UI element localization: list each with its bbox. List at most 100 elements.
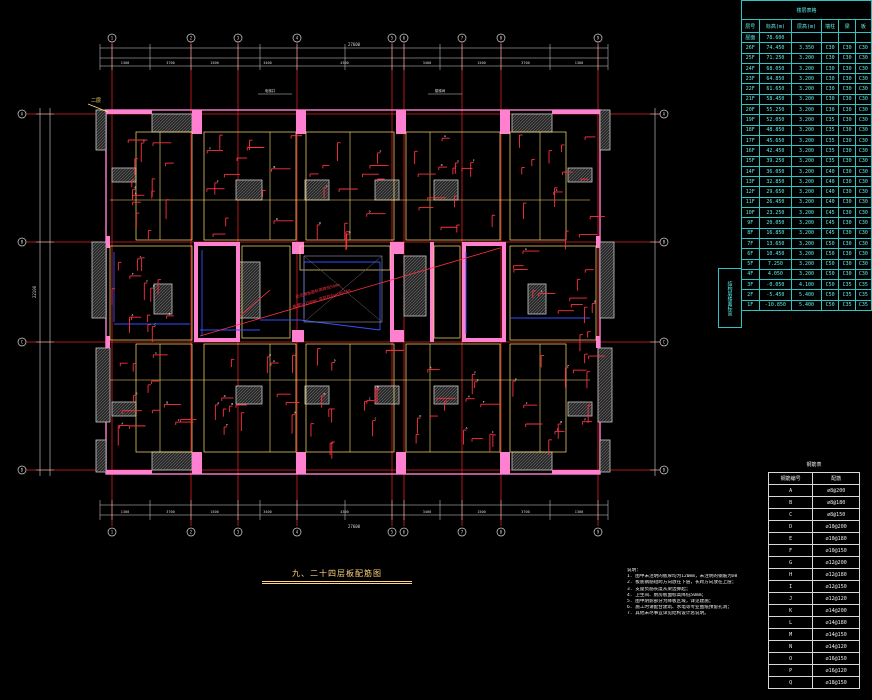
hatch-stroke <box>597 347 601 351</box>
hatch-stroke <box>104 416 111 423</box>
axis-bubble-label: 1 <box>111 529 114 534</box>
hatch-stroke <box>435 385 455 405</box>
shear-wall <box>502 242 506 342</box>
hatch-stroke <box>91 298 107 314</box>
floor-cell: 29.650 <box>758 186 793 198</box>
hatch-stroke <box>95 113 107 125</box>
hatch-stroke <box>95 439 99 443</box>
hatch-stroke <box>417 307 427 317</box>
hatch-stroke <box>511 451 518 458</box>
rebar-cell: L <box>767 616 814 629</box>
floor-cell: 14F <box>741 165 760 178</box>
hatch-stroke <box>91 274 107 290</box>
hatch-stroke <box>374 179 378 183</box>
hatch-stroke <box>162 113 182 133</box>
hatch-stroke <box>95 440 107 452</box>
floor-cell: C30 <box>854 93 872 106</box>
dim-segment: 1300 <box>575 61 583 65</box>
hatch-stroke <box>608 470 611 473</box>
hatch-stroke <box>310 181 330 201</box>
floor-cell: 3.200 <box>791 93 822 106</box>
hatch-stroke <box>91 295 107 311</box>
hatch-stroke <box>597 401 613 417</box>
hatch-stroke <box>597 392 613 408</box>
hatch-stroke <box>602 464 611 473</box>
hatch-stroke <box>599 241 615 257</box>
hatch-stroke <box>95 374 111 390</box>
hatch-stroke <box>120 401 136 417</box>
rebar-tag: D <box>369 210 371 214</box>
note-line: 3. 支座负筋长度从梁边算起； <box>627 586 691 592</box>
hatch-stroke <box>95 386 111 402</box>
rebar-tag: C <box>153 284 155 288</box>
drawing-title-text: 九、二十四层板配筋图 <box>292 569 382 578</box>
hatch-stroke <box>95 353 111 369</box>
hatch-stroke <box>235 179 254 198</box>
hatch-stroke <box>599 265 615 281</box>
floor-cell: C30 <box>838 62 856 75</box>
rebar-tag: A <box>515 377 517 381</box>
hatch-stroke <box>543 461 553 471</box>
hatch-stroke <box>235 385 242 392</box>
hatch-stroke <box>168 113 188 133</box>
rebar-cell: ⌀16@120 <box>812 664 860 677</box>
floor-cell: C30 <box>838 83 856 95</box>
dim-segment: 3400 <box>263 61 271 65</box>
hatch-stroke <box>153 113 173 133</box>
hatch-stroke <box>151 113 158 120</box>
axis-bubble <box>233 33 243 43</box>
void-cross <box>303 255 383 323</box>
hatch-stroke <box>374 179 381 186</box>
floor-cell: 24F <box>741 62 760 75</box>
axis-bubble <box>399 33 409 43</box>
floor-cell: 3.200 <box>791 217 822 229</box>
floor-cell: 3.200 <box>791 186 822 198</box>
hatch-stroke <box>180 120 193 133</box>
rebar-tag: A <box>217 401 219 405</box>
hatch-stroke <box>120 167 136 183</box>
hatch-stroke <box>95 119 107 131</box>
rebar-cell: B <box>767 496 814 509</box>
floor-cell: 58.450 <box>758 93 793 106</box>
hatch-stroke <box>606 310 615 319</box>
hatch-stroke <box>95 455 107 467</box>
hatch-stroke <box>527 294 547 314</box>
hatch-stroke <box>597 365 613 381</box>
hatch-stroke <box>511 113 530 132</box>
hatch-stroke <box>321 396 330 405</box>
hatch-stroke <box>171 113 191 133</box>
hatch-stroke <box>253 191 263 201</box>
floor-cell: -10.850 <box>758 299 793 312</box>
rebar-cell: E <box>767 532 814 545</box>
hatch-stroke <box>531 113 551 133</box>
floor-cell: 48.850 <box>758 124 793 136</box>
shear-wall <box>462 242 506 246</box>
floor-cell: -5.450 <box>758 289 793 301</box>
floor-cell: 61.650 <box>758 83 793 95</box>
hatch-stroke <box>304 179 323 198</box>
floor-cell <box>820 31 840 44</box>
hatch-stroke <box>599 244 615 260</box>
floor-col-header: 板 <box>854 19 872 33</box>
floor-cell: C40 <box>820 186 840 198</box>
shear-wall <box>236 242 240 342</box>
hatch-stroke <box>549 467 553 471</box>
rebar-cell: P <box>767 664 814 677</box>
hatch-stroke <box>391 396 400 405</box>
hatch-stroke <box>433 179 437 183</box>
hatch-stroke <box>528 113 548 133</box>
hatch-stroke <box>436 179 458 201</box>
hatch-stroke <box>91 241 104 254</box>
hatch-stroke <box>599 452 611 464</box>
hatch-stroke <box>389 190 400 201</box>
hatch-stroke <box>95 404 111 420</box>
hatch-stroke <box>111 401 127 417</box>
hatch-stroke <box>91 256 107 272</box>
dim-segment: 1500 <box>477 510 485 514</box>
axis-bubble <box>659 237 669 247</box>
rebar-tag: C <box>155 351 157 355</box>
